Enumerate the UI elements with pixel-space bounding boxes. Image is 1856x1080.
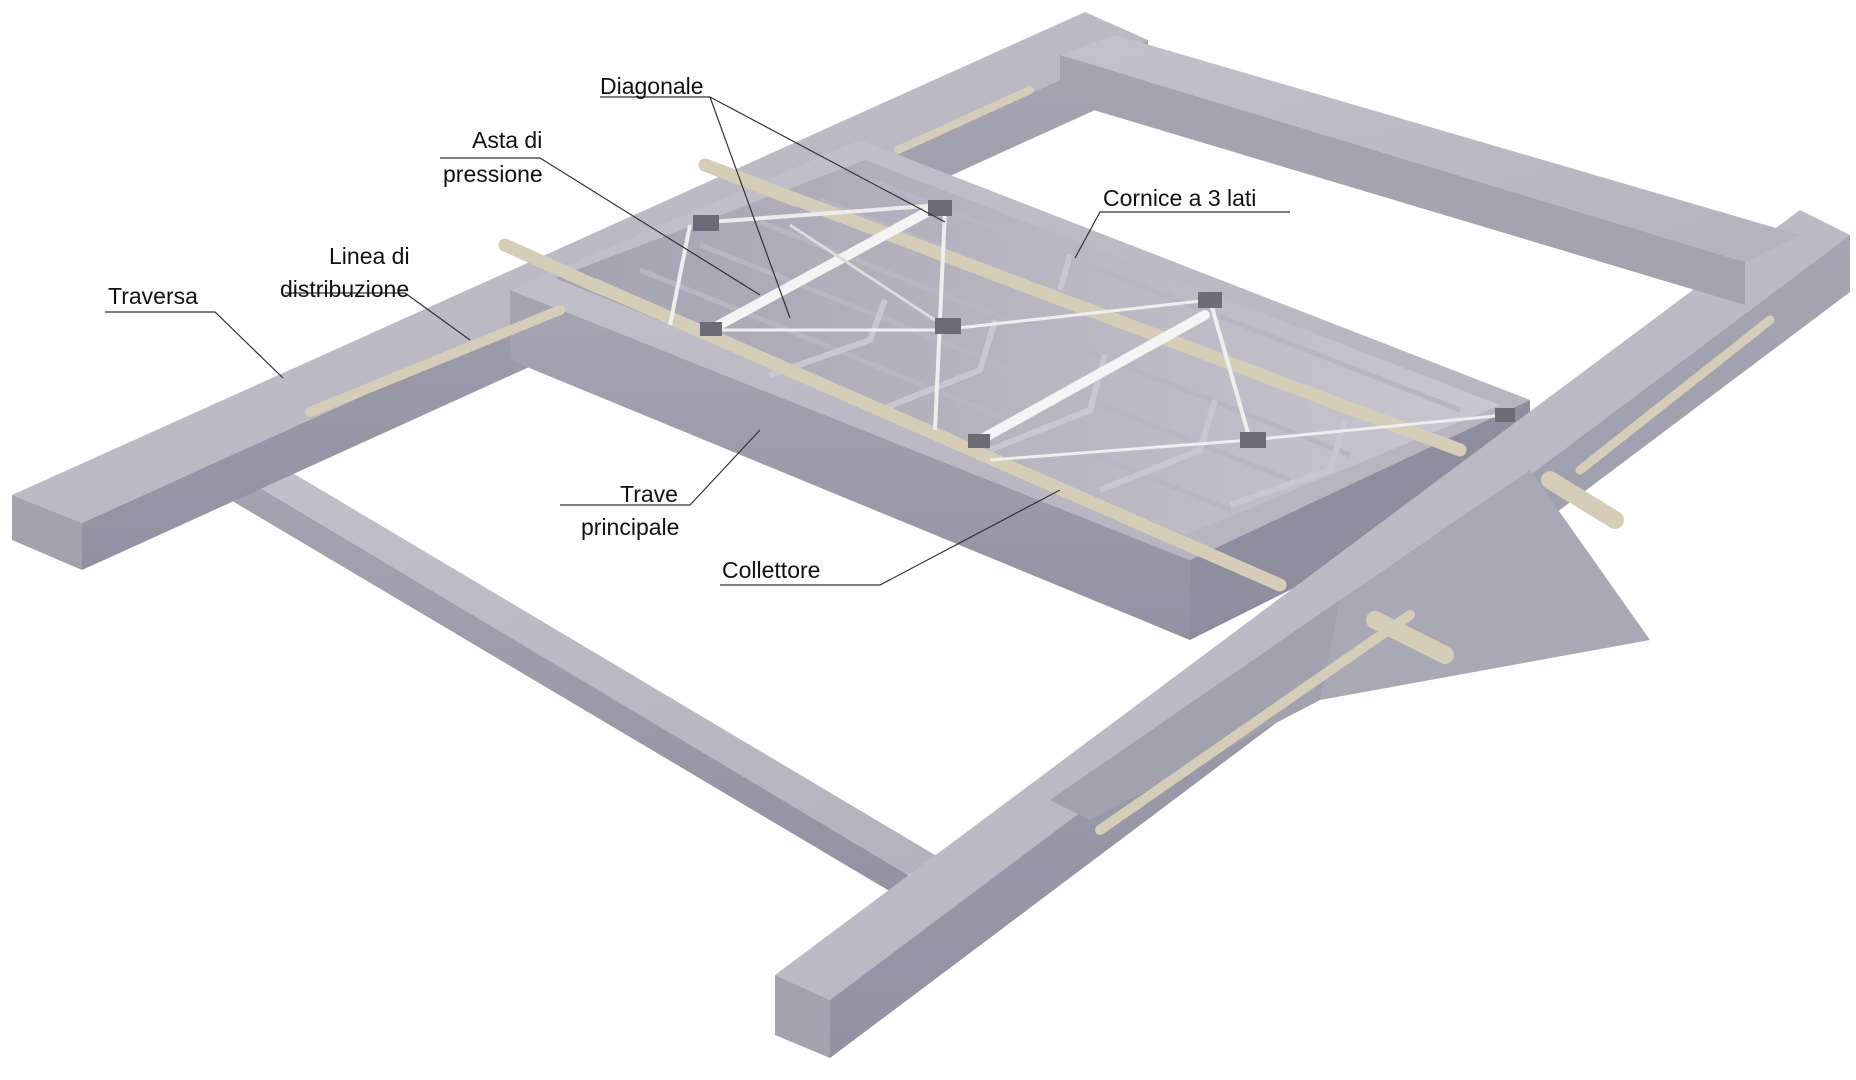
leader-cornice <box>1074 211 1290 259</box>
leader-lines <box>105 96 1290 586</box>
lower-crossbeam <box>180 425 940 902</box>
label-collettore: Collettore <box>722 557 820 583</box>
label-linea-2: distribuzione <box>280 276 409 302</box>
distribution-lines <box>305 86 1775 835</box>
leader-trave <box>560 429 761 506</box>
label-trave-2: principale <box>581 514 679 540</box>
leader-asta <box>440 157 761 296</box>
label-linea: Linea di <box>329 243 410 269</box>
label-trave: Trave <box>620 481 678 507</box>
traversa-right <box>775 210 1850 1058</box>
strut-joints <box>693 200 1515 448</box>
labels: Diagonale Asta di pressione Cornice a 3 … <box>108 73 1256 583</box>
leader-traversa <box>105 311 284 379</box>
label-diagonale: Diagonale <box>600 73 704 99</box>
upper-crossbeam <box>1060 35 1800 305</box>
label-traversa: Traversa <box>108 283 198 309</box>
leader-collettore <box>720 489 1061 586</box>
label-asta-2: pressione <box>443 161 543 187</box>
label-cornice: Cornice a 3 lati <box>1103 185 1256 211</box>
diagonal-ties <box>668 209 1506 462</box>
leader-linea <box>285 292 471 341</box>
pressure-struts <box>705 200 1210 445</box>
label-asta: Asta di <box>472 127 542 153</box>
